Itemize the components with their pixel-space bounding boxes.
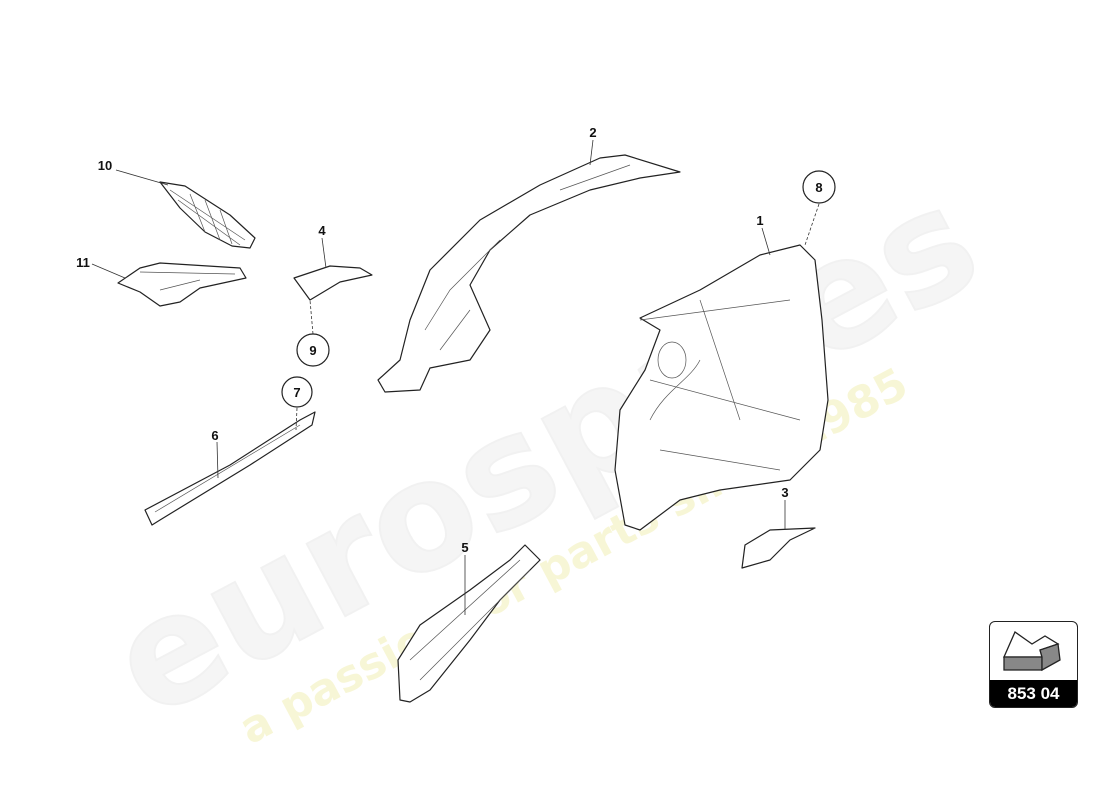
callout-4: 4	[318, 223, 326, 238]
callout-circle-8: 8	[802, 170, 836, 204]
arrow-direction-icon	[1003, 631, 1061, 672]
callout-9: 9	[309, 343, 316, 358]
callout-3: 3	[781, 485, 788, 500]
reference-badge: 853 04	[989, 621, 1078, 708]
part-6-sill	[144, 411, 316, 526]
callout-10: 10	[98, 158, 112, 173]
badge-number: 853 04	[990, 680, 1077, 707]
callout-11: 11	[76, 255, 90, 270]
part-5-sill-cover	[397, 544, 541, 703]
watermark: eurospares	[84, 152, 1005, 753]
callout-2: 2	[589, 125, 596, 140]
part-4-panel	[293, 265, 373, 301]
callout-5: 5	[461, 540, 468, 555]
part-3-bracket	[741, 527, 816, 569]
callout-7: 7	[293, 385, 300, 400]
leader-lines	[91, 139, 820, 615]
part-1-quarter-panel	[614, 244, 829, 531]
callout-circle-9: 9	[296, 333, 330, 367]
callout-circle-7: 7	[281, 376, 313, 408]
callout-6: 6	[211, 428, 218, 443]
callout-8: 8	[815, 180, 822, 195]
part-10-grille	[159, 181, 256, 249]
part-11-duct	[117, 262, 247, 307]
part-2-arch	[377, 154, 681, 393]
svg-text:eurospares: eurospares	[85, 153, 1004, 752]
callout-1: 1	[756, 213, 763, 228]
